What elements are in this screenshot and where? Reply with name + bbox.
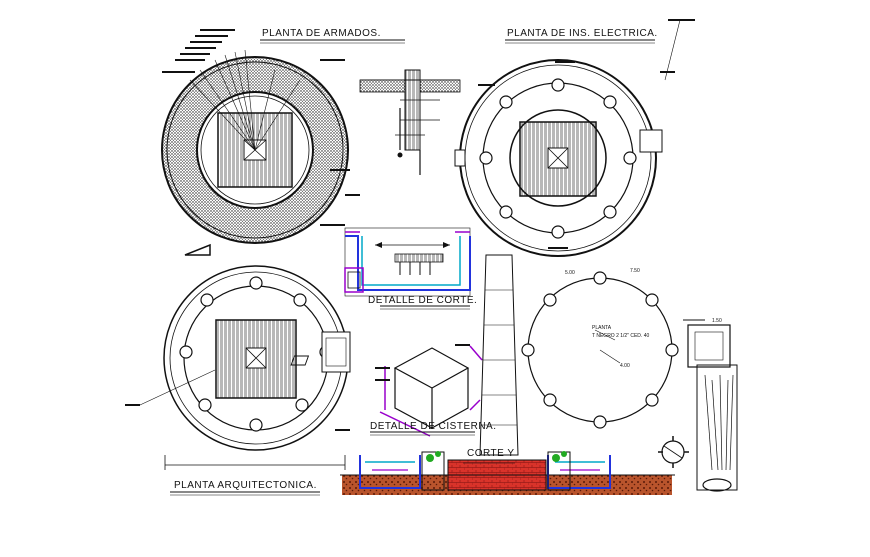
- ring-plan-drawing: [521, 271, 731, 429]
- note-dim-b: 7.50: [630, 268, 640, 274]
- planta-arquitectonica-drawing: [125, 265, 351, 496]
- title-detalle-corte: DETALLE DE CORTE.: [368, 295, 478, 306]
- note-dim-d: 1.50: [712, 318, 722, 324]
- note-dim-a: 5.00: [565, 270, 575, 276]
- planta-armados-drawing: [161, 29, 405, 244]
- note-dim-c: 4.00: [620, 363, 630, 369]
- note-pipe-spec: T NEGRO 2 1/2" CED. 40: [592, 333, 650, 339]
- planta-electrica-drawing: [454, 19, 695, 257]
- detalle-corte-drawing: [344, 227, 471, 310]
- title-detalle-cisterna: DETALLE DE CISTERNA.: [370, 421, 497, 432]
- title-corte: CORTE Y: [467, 448, 515, 459]
- column-detail-drawing: [359, 69, 461, 175]
- title-planta-armados: PLANTA DE ARMADOS.: [262, 28, 381, 39]
- detalle-cisterna-drawing: [290, 344, 483, 437]
- well-detail-drawing: [658, 364, 738, 492]
- note-planta: PLANTA: [592, 325, 612, 331]
- north-arrow: [184, 243, 211, 256]
- title-planta-arquitectonica: PLANTA ARQUITECTONICA.: [174, 480, 317, 491]
- title-planta-electrica: PLANTA DE INS. ELECTRICA.: [507, 28, 658, 39]
- tower-elevation: [479, 254, 519, 456]
- corte-section-drawing: [340, 451, 675, 495]
